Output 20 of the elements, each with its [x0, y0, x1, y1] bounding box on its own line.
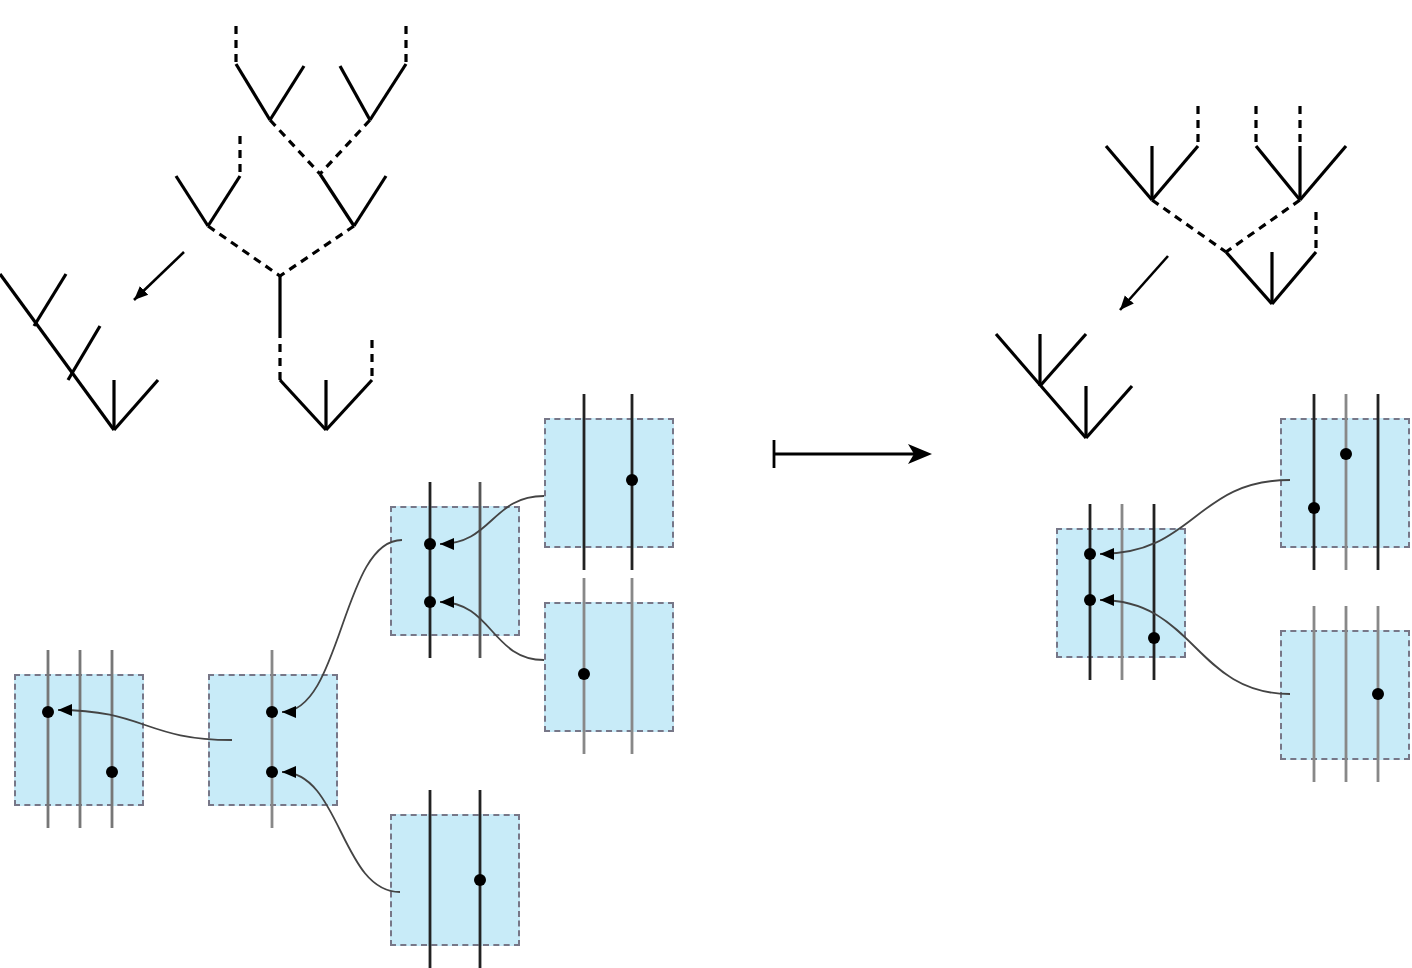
arrow: [133, 251, 185, 301]
arrow: [1099, 595, 1291, 695]
shaded-box: [1056, 528, 1186, 658]
arrow: [1119, 255, 1169, 311]
shaded-box: [208, 674, 338, 806]
shaded-box: [544, 602, 674, 732]
arrow: [439, 495, 545, 549]
arrow: [439, 597, 545, 661]
arrow: [281, 768, 401, 893]
shaded-box: [390, 506, 520, 636]
tree-drawing: [0, 268, 164, 436]
arrow: [57, 704, 233, 741]
shaded-box: [1280, 630, 1410, 760]
shaded-box: [544, 418, 674, 548]
shaded-box: [390, 814, 520, 946]
tree-drawing: [992, 328, 1136, 444]
shaded-box: [14, 674, 144, 806]
arrow: [281, 539, 403, 715]
shaded-box: [1280, 418, 1410, 548]
arrow: [1099, 479, 1291, 560]
